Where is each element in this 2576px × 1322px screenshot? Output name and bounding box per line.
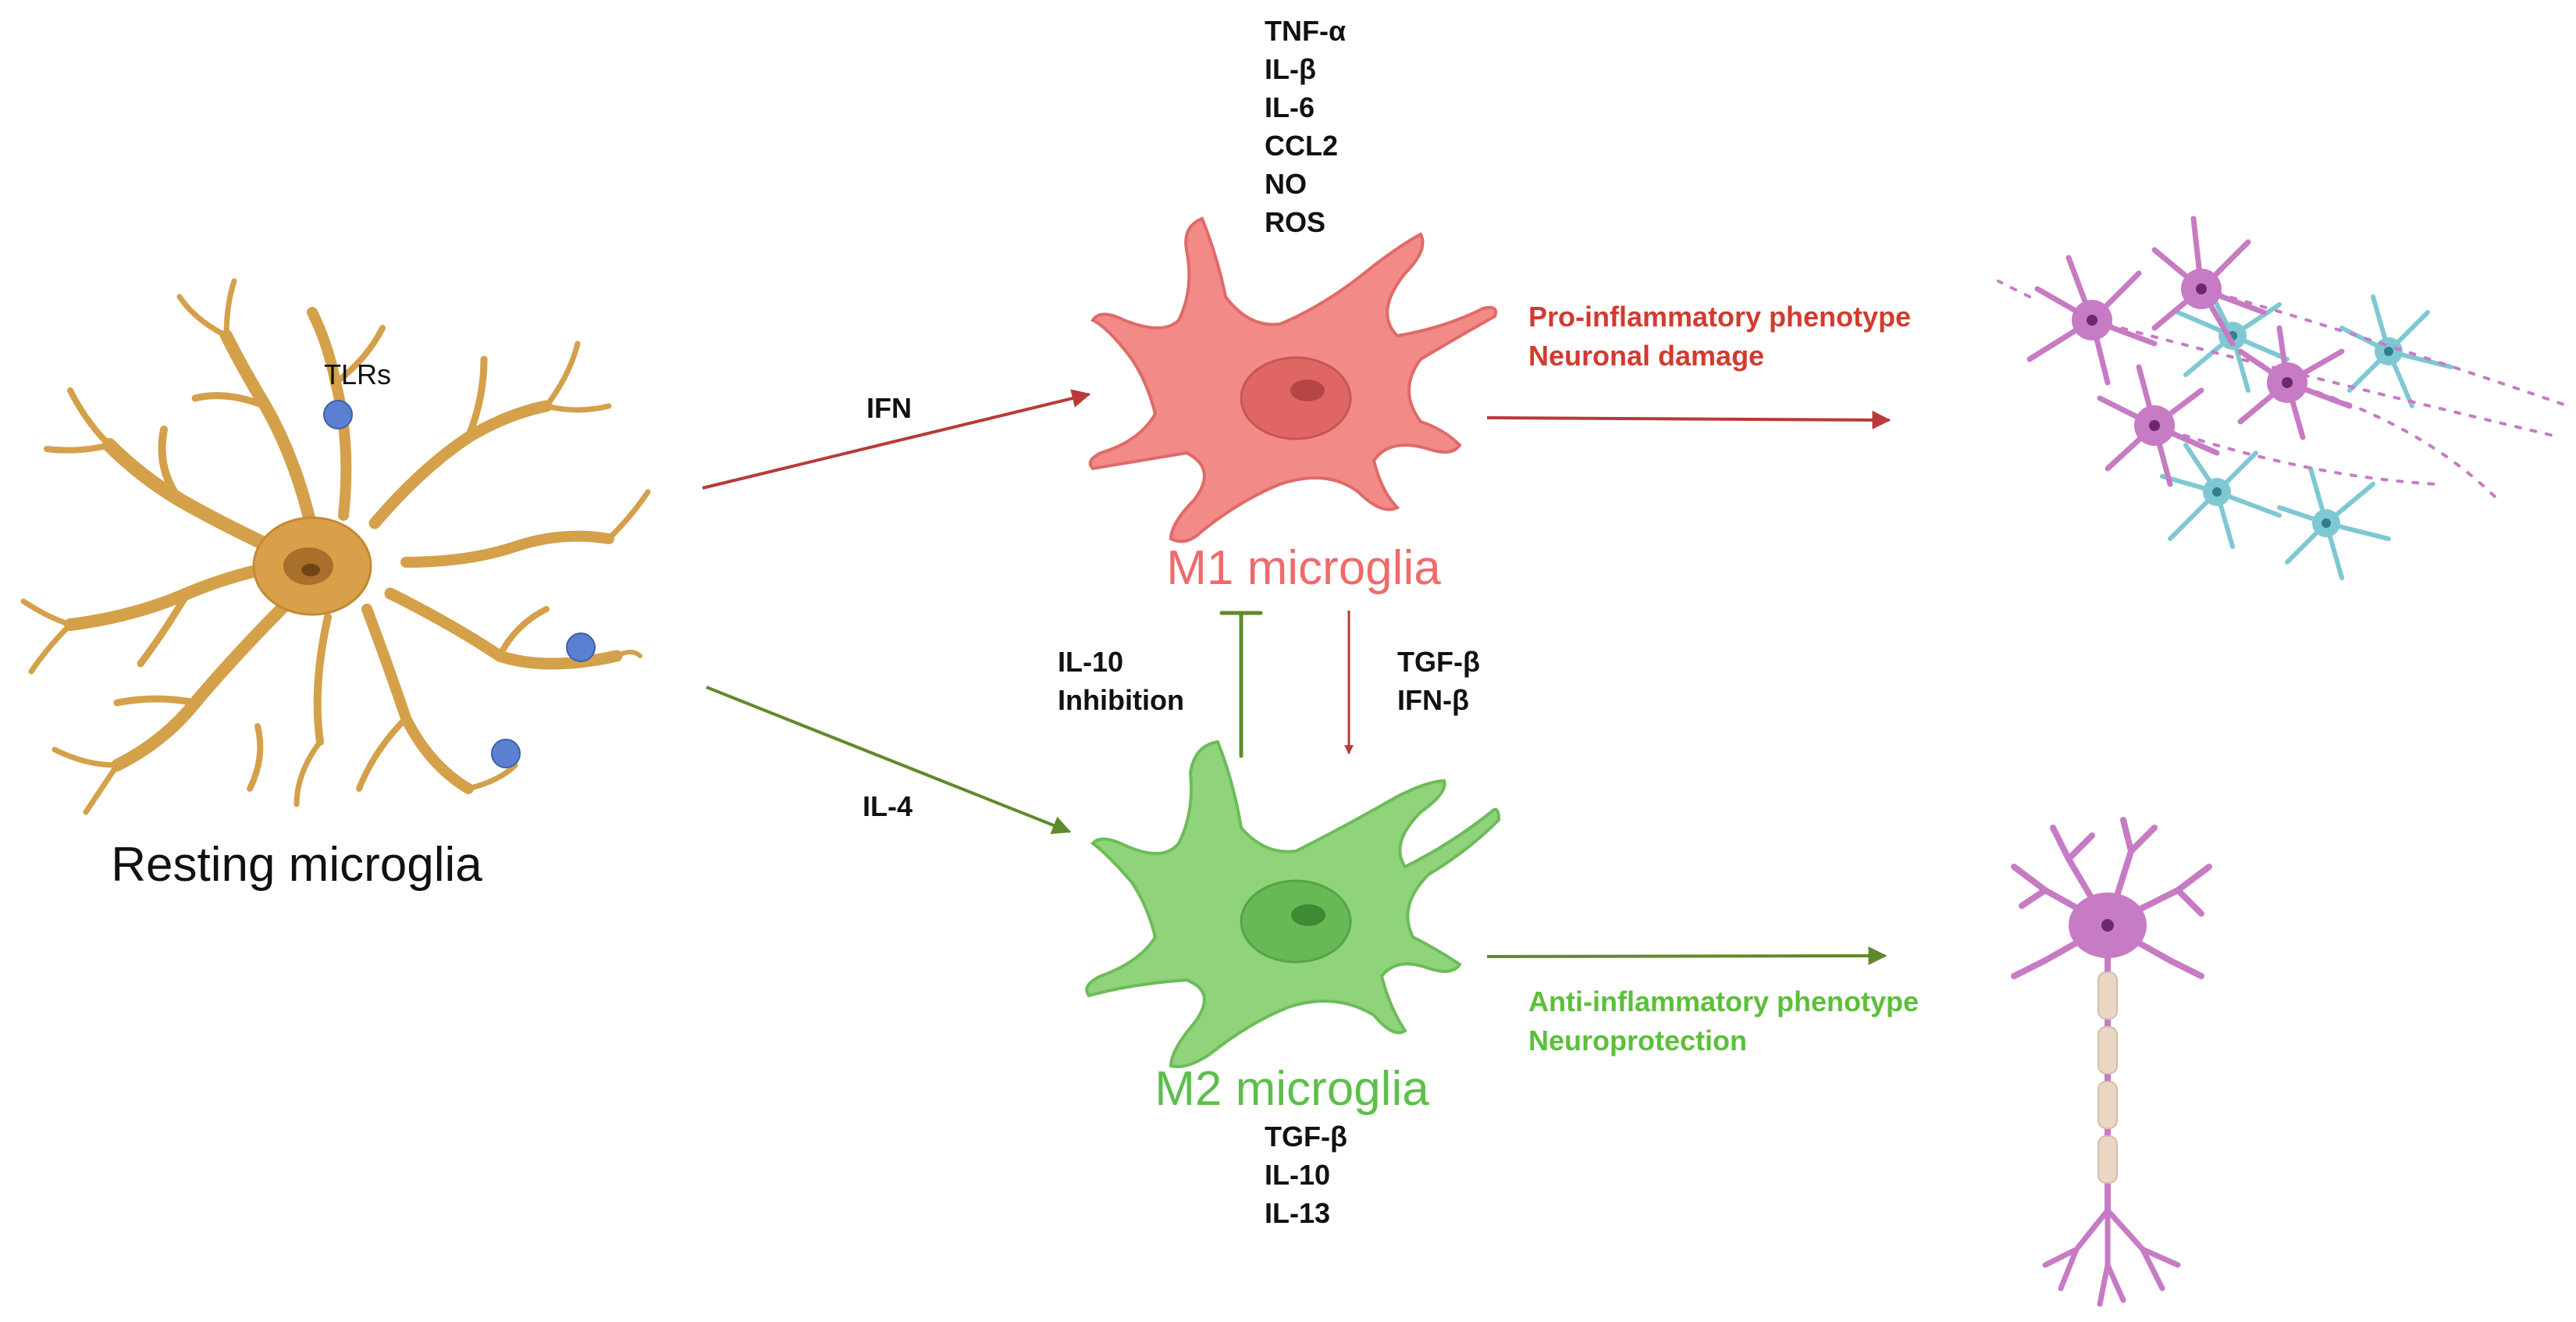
inhibition-label: IL-10 Inhibition — [1058, 646, 1184, 716]
m1-cytokine: ROS — [1265, 206, 1325, 238]
m1-to-m2-label: TGF-β IFN-β — [1397, 646, 1480, 716]
resting-microglia-label: Resting microglia — [111, 838, 482, 892]
m1-cytokine-list: TNF-α IL-β IL-6 CCL2 NO ROS — [1265, 15, 1346, 238]
healthy-neuron-illustration — [2011, 817, 2212, 1307]
m2-cytokine-list: TGF-β IL-10 IL-13 — [1265, 1121, 1347, 1229]
m1-cytokine: NO — [1265, 168, 1307, 200]
m1-outcome-line: Neuronal damage — [1528, 340, 1764, 372]
tlrs-label: TLRs — [324, 358, 391, 390]
resting-cell-nucleolus — [301, 564, 320, 576]
arrow-resting-to-m2 — [706, 686, 1072, 835]
arrow-m1-to-damage — [1486, 410, 1891, 429]
tlr-receptor — [491, 739, 521, 768]
m2-outcome-line: Neuroprotection — [1528, 1024, 1747, 1057]
m2-cytokine: TGF-β — [1265, 1121, 1347, 1153]
tlr-receptor — [566, 632, 596, 662]
m1-to-m2-label-line: IFN-β — [1397, 684, 1469, 716]
inhibition-arrow — [1219, 611, 1263, 758]
m1-microglia-label: M1 microglia — [1166, 541, 1441, 595]
m2-microglia-cell — [1085, 739, 1501, 1068]
m2-outcome-line: Anti-inflammatory phenotype — [1528, 985, 1919, 1017]
m1-microglia-cell — [1088, 216, 1497, 543]
m1-cytokine: IL-β — [1265, 53, 1316, 85]
m1-cytokine: IL-6 — [1265, 91, 1315, 123]
resting-microglia-cell — [20, 278, 651, 815]
m1-nucleolus — [1290, 379, 1325, 401]
m2-nucleolus — [1291, 904, 1325, 926]
il4-label: IL-4 — [863, 790, 913, 822]
inhibition-label-line: IL-10 — [1058, 646, 1123, 678]
m2-microglia-label: M2 microglia — [1155, 1062, 1429, 1116]
m2-cytokine: IL-10 — [1265, 1159, 1330, 1191]
arrow-m2-to-protection — [1486, 946, 1888, 966]
damaged-neuron-network-illustration — [1997, 216, 2570, 580]
m2-cytokine: IL-13 — [1265, 1197, 1330, 1229]
m2-outcome: Anti-inflammatory phenotype Neuroprotect… — [1528, 985, 1919, 1057]
m1-outcome-line: Pro-inflammatory phenotype — [1528, 301, 1911, 333]
myelin-sheath — [2097, 971, 2118, 1184]
m1-cytokine: TNF-α — [1265, 15, 1346, 47]
m1-to-m2-label-line: TGF-β — [1397, 646, 1480, 678]
arrow-resting-to-m1 — [702, 389, 1091, 490]
m1-cytokine: CCL2 — [1265, 130, 1338, 162]
inhibition-label-line: Inhibition — [1058, 684, 1184, 716]
tlr-receptor — [323, 400, 353, 429]
ifn-label: IFN — [866, 392, 912, 424]
m1-outcome: Pro-inflammatory phenotype Neuronal dama… — [1528, 301, 1911, 372]
neuron-nucleus — [2101, 919, 2114, 932]
